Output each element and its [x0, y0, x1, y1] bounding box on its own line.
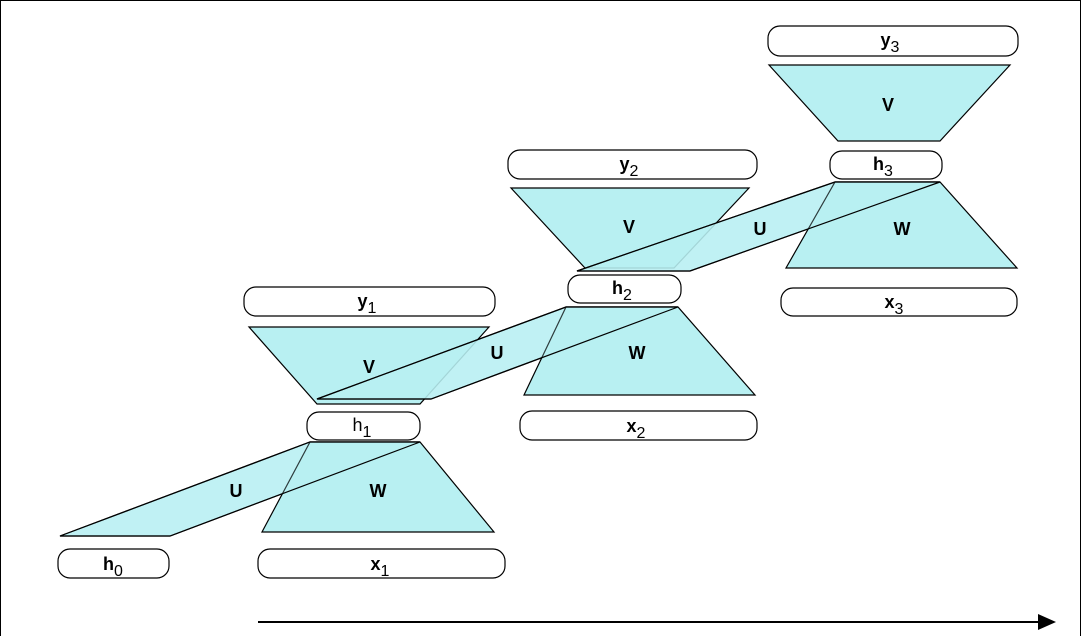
- v-trapezoid-3: [767, 64, 1012, 142]
- node-y1: y1: [243, 286, 496, 317]
- node-y3-label: y3: [881, 30, 900, 56]
- u-band-3-overlay: [576, 181, 941, 272]
- node-y2: y2: [507, 149, 758, 180]
- node-x1-label: x1: [371, 554, 390, 580]
- node-h1: h1: [306, 411, 421, 441]
- node-h0-label: h0: [103, 554, 123, 580]
- node-y1-label: y1: [358, 291, 377, 317]
- node-x3-label: x3: [885, 292, 904, 318]
- v-label-3: V: [882, 95, 894, 115]
- node-x3: x3: [780, 287, 1018, 318]
- node-x1: x1: [257, 548, 506, 580]
- node-x2-label: x2: [627, 416, 646, 442]
- w-label-2: W: [629, 343, 646, 363]
- node-x2: x2: [519, 410, 758, 442]
- node-h3-label: h3: [873, 154, 893, 180]
- node-h2: h2: [567, 274, 682, 304]
- u-band-1-overlay: [59, 441, 421, 537]
- u-label-2: U: [491, 343, 504, 363]
- w-label-1: W: [370, 481, 387, 501]
- u-label-3: U: [754, 219, 767, 239]
- node-h3: h3: [829, 150, 943, 180]
- node-h2-label: h2: [612, 278, 632, 304]
- node-y3: y3: [767, 25, 1019, 57]
- v-label-1: V: [363, 357, 375, 377]
- node-h0: h0: [57, 548, 170, 580]
- w-label-3: W: [894, 219, 911, 239]
- time-arrow-head-icon: [1038, 614, 1056, 630]
- v-label-2: V: [623, 217, 635, 237]
- u-band-2-overlay: [316, 306, 679, 400]
- u-label-1: U: [230, 481, 243, 501]
- node-y2-label: y2: [620, 154, 639, 180]
- node-h1-label: h1: [353, 415, 372, 441]
